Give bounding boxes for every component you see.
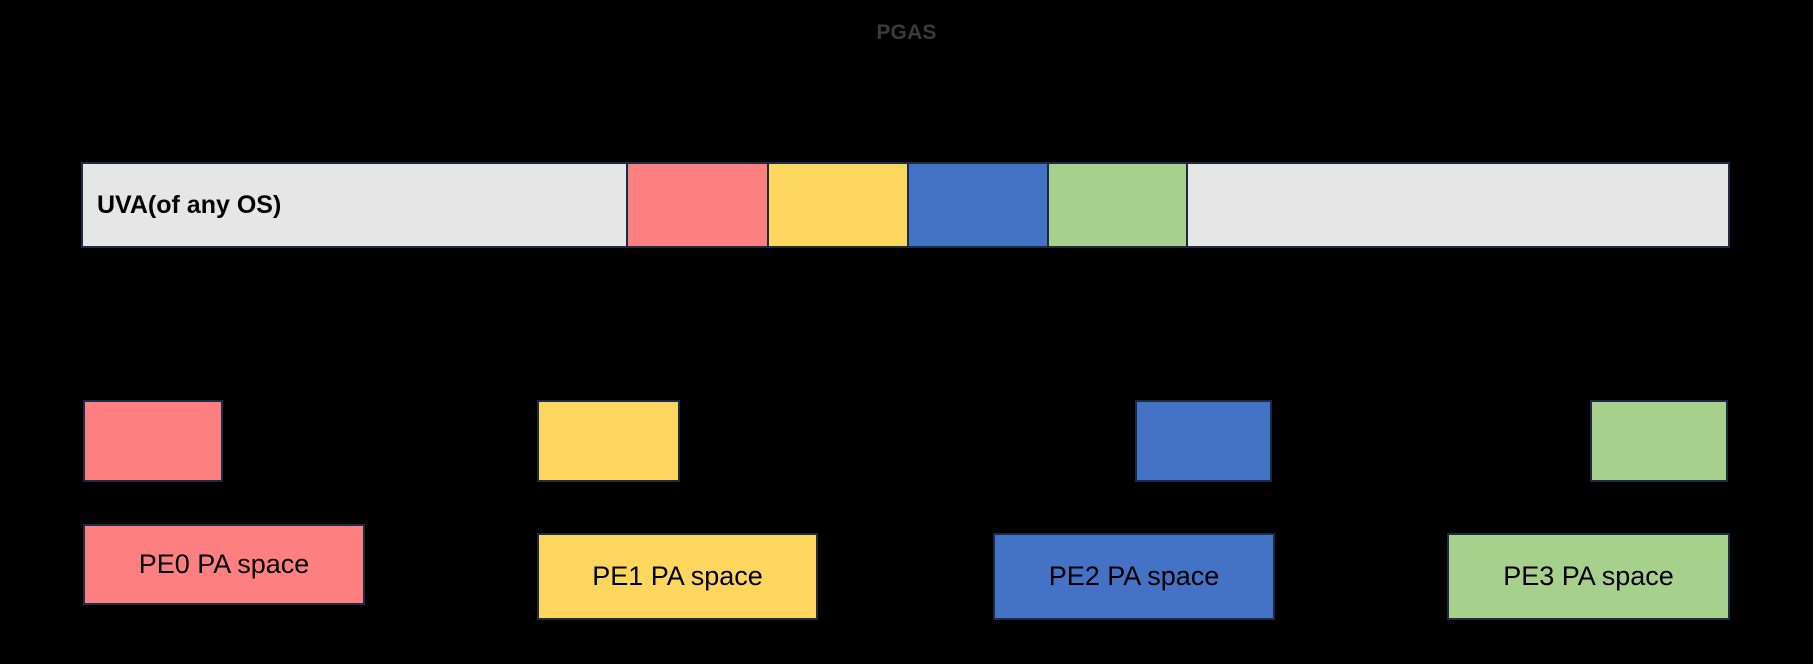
pa-space-label-pe1: PE1 PA space	[592, 561, 763, 591]
pe3-chunk	[1590, 400, 1728, 482]
diagram-title: PGAS	[876, 21, 937, 44]
pa-space-label-pe0: PE0 PA space	[138, 549, 310, 579]
uva-pe2-chunk	[906, 164, 1047, 246]
uva-pe1-chunk	[767, 164, 907, 246]
pa-space-label-pe3: PE3 PA space	[1503, 561, 1674, 591]
pa-space-box-pe3: PE3 PA space	[1447, 533, 1730, 620]
pe0-chunk	[83, 400, 223, 482]
pa-space-box-pe1: PE1 PA space	[537, 533, 818, 620]
pe2-chunk	[1135, 400, 1272, 482]
uva-free-left: UVA(of any OS)	[83, 164, 627, 246]
uva-free-right	[1185, 164, 1728, 246]
pa-space-box-pe2: PE2 PA space	[993, 533, 1275, 620]
uva-pe3-chunk	[1046, 164, 1186, 246]
pa-space-box-pe0: PE0 PA space	[83, 524, 365, 605]
uva-bar-label: UVA(of any OS)	[97, 190, 282, 219]
pe1-chunk	[537, 400, 680, 482]
uva-pe0-chunk	[626, 164, 768, 246]
uva-bar: UVA(of any OS)	[81, 162, 1730, 248]
pa-space-label-pe2: PE2 PA space	[1048, 561, 1220, 591]
